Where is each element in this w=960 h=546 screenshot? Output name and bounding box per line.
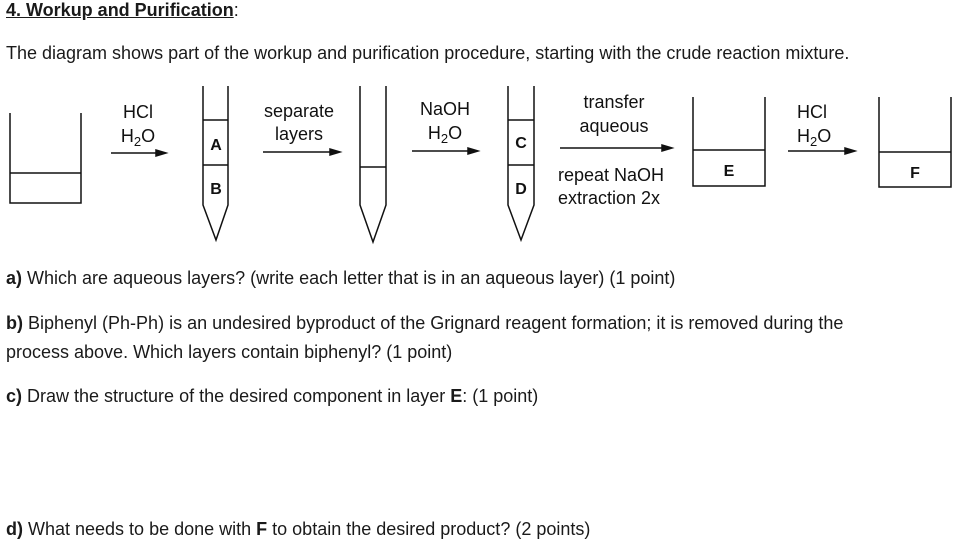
step-transfer: transfer xyxy=(583,92,644,112)
arrow-hcl-1 xyxy=(111,148,169,158)
step-aqueous: aqueous xyxy=(579,116,648,136)
workup-diagram: HCl H2O A B separate layers NaOH H2O C D… xyxy=(9,86,952,245)
question-b-line2: process above. Which layers contain biph… xyxy=(6,342,453,362)
question-b-text: Biphenyl (Ph-Ph) is an undesired byprodu… xyxy=(23,313,844,333)
section-title: 4. Workup and Purification: xyxy=(6,0,239,21)
arrow-hcl-2 xyxy=(788,146,858,156)
reagent-h2o-3: H2O xyxy=(797,126,831,149)
layer-c-label: C xyxy=(515,135,527,152)
question-c: c) Draw the structure of the desired com… xyxy=(6,386,538,407)
layer-f-label: F xyxy=(910,165,920,182)
question-b-label: b) xyxy=(6,313,23,333)
question-d-text: What needs to be done with xyxy=(23,519,257,539)
question-d-end: to obtain the desired product? (2 points… xyxy=(267,519,591,539)
crude-beaker xyxy=(9,113,82,204)
layer-d-label: D xyxy=(515,181,527,198)
question-d-layer: F xyxy=(256,519,268,539)
arrow-naoh xyxy=(412,146,481,156)
step-repeat-naoh: repeat NaOH xyxy=(558,165,664,185)
question-b: b) Biphenyl (Ph-Ph) is an undesired bypr… xyxy=(6,313,843,334)
reagent-hcl-1: HCl xyxy=(123,102,153,122)
beaker-e xyxy=(692,97,766,187)
sep-funnel-1 xyxy=(202,86,229,243)
title-colon: : xyxy=(233,0,239,20)
reagent-hcl-2: HCl xyxy=(797,102,827,122)
question-a: a) Which are aqueous layers? (write each… xyxy=(6,268,675,289)
arrow-separate xyxy=(263,147,343,157)
question-a-label: a) xyxy=(6,268,23,288)
question-c-label: c) xyxy=(6,386,23,406)
layer-e-label: E xyxy=(724,163,735,180)
sep-funnel-2 xyxy=(359,86,387,245)
title-text: 4. Workup and Purification xyxy=(6,0,234,20)
step-separate: separate xyxy=(264,101,334,121)
reagent-h2o-1: H2O xyxy=(121,126,155,149)
step-extraction-2x: extraction 2x xyxy=(558,188,660,208)
question-c-end: : (1 point) xyxy=(462,386,539,406)
layer-a-label: A xyxy=(210,137,222,154)
question-c-text: Draw the structure of the desired compon… xyxy=(22,386,451,406)
question-d: d) What needs to be done with F to obtai… xyxy=(6,519,590,540)
reagent-h2o-2: H2O xyxy=(428,123,462,146)
beaker-f xyxy=(878,97,952,188)
question-a-text: Which are aqueous layers? (write each le… xyxy=(22,268,676,288)
step-layers: layers xyxy=(275,124,323,144)
question-c-layer: E xyxy=(450,386,463,406)
intro-text: The diagram shows part of the workup and… xyxy=(6,43,850,63)
layer-b-label: B xyxy=(210,181,222,198)
arrow-transfer xyxy=(560,143,675,153)
question-d-label: d) xyxy=(6,519,23,539)
sep-funnel-3 xyxy=(507,86,535,243)
reagent-naoh: NaOH xyxy=(420,99,470,119)
